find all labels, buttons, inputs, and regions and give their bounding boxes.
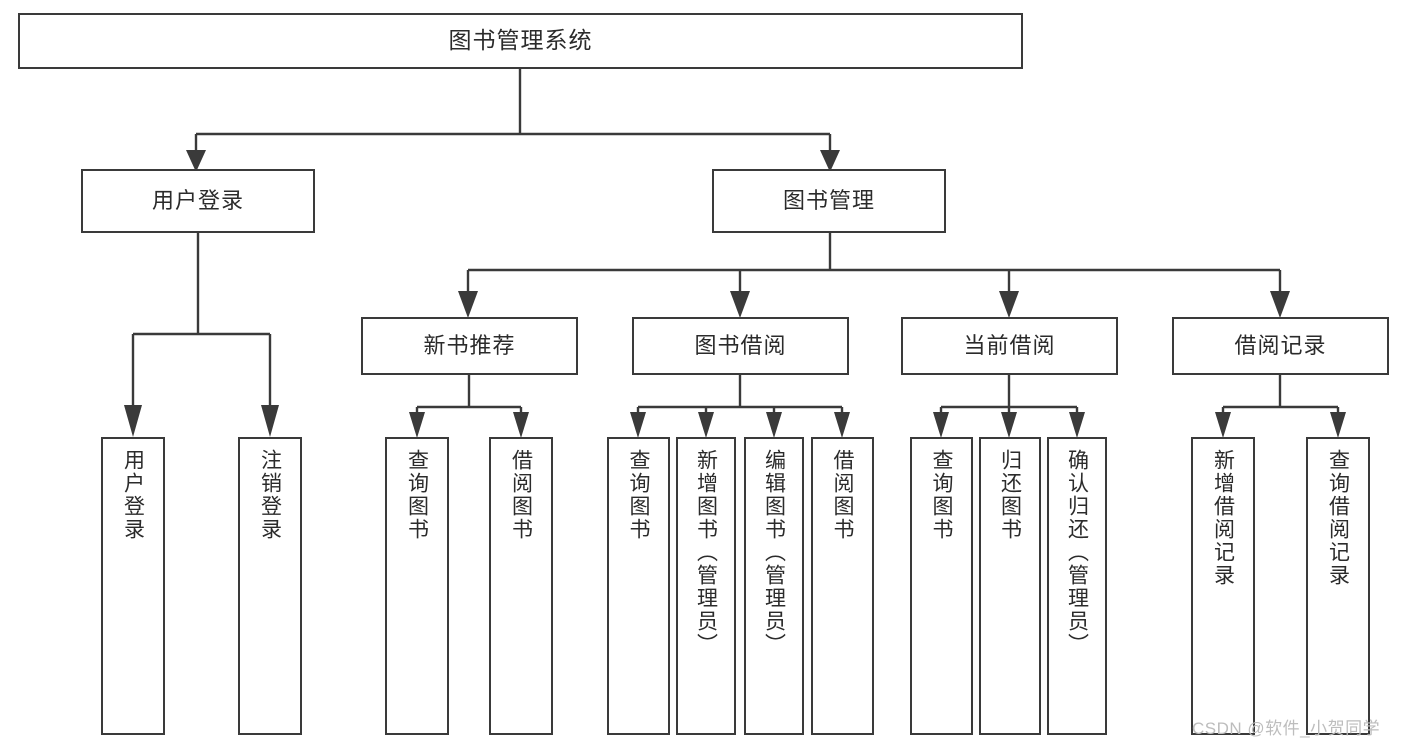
- node-leaf-user-logout[interactable]: 注销登录: [238, 437, 302, 735]
- arrowhead-new-book: [458, 291, 478, 318]
- node-label: 借阅图书: [831, 449, 854, 541]
- node-label: 新增借阅记录: [1211, 449, 1235, 587]
- arrowhead-leaf-add-record: [1215, 412, 1231, 438]
- node-leaf-query-book-recommend[interactable]: 查询图书: [385, 437, 449, 735]
- node-leaf-query-borrow-record[interactable]: 查询借阅记录: [1306, 437, 1370, 735]
- node-label: 当前借阅: [963, 333, 1056, 359]
- arrowhead-leaf-user-login: [124, 405, 142, 437]
- node-label: 归还图书: [998, 449, 1022, 541]
- node-borrow-record[interactable]: 借阅记录: [1172, 317, 1389, 375]
- csdn-watermark: CSDN @软件_小贺同学: [1192, 719, 1381, 738]
- node-leaf-add-book[interactable]: 新增图书（管理员）: [676, 437, 736, 735]
- arrowhead-leaf-borrow-book-2: [834, 412, 850, 438]
- node-user-login[interactable]: 用户登录: [81, 169, 315, 233]
- node-label: 图书管理: [782, 188, 875, 214]
- arrowheads: [124, 150, 1346, 438]
- node-label: 查询借阅记录: [1326, 449, 1350, 587]
- node-label: 用户登录: [121, 449, 145, 541]
- node-label: 查询图书: [930, 449, 953, 541]
- node-leaf-return-book[interactable]: 归还图书: [979, 437, 1041, 735]
- node-label: 新增图书（管理员）: [694, 449, 718, 656]
- arrowhead-leaf-user-logout: [261, 405, 279, 437]
- node-leaf-query-book-borrow[interactable]: 查询图书: [607, 437, 670, 735]
- node-label: 查询图书: [405, 449, 429, 541]
- node-leaf-query-book-current[interactable]: 查询图书: [910, 437, 973, 735]
- arrowhead-leaf-query-book-3: [933, 412, 949, 438]
- node-label: 图书借阅: [694, 333, 787, 359]
- arrowhead-leaf-borrow-book-1: [513, 412, 529, 438]
- node-label: 确认归还（管理员）: [1065, 449, 1089, 656]
- node-book-borrow[interactable]: 图书借阅: [632, 317, 849, 375]
- arrowhead-book-borrow: [730, 291, 750, 318]
- arrowhead-leaf-add-book: [698, 412, 714, 438]
- arrowhead-book-manage: [820, 150, 840, 172]
- node-label: 图书管理系统: [448, 27, 593, 54]
- node-leaf-confirm-return[interactable]: 确认归还（管理员）: [1047, 437, 1107, 735]
- node-leaf-user-login[interactable]: 用户登录: [101, 437, 165, 735]
- arrowhead-borrow-record: [1270, 291, 1290, 318]
- node-book-manage[interactable]: 图书管理: [712, 169, 946, 233]
- node-leaf-borrow-book-recommend[interactable]: 借阅图书: [489, 437, 553, 735]
- arrowhead-leaf-query-record: [1330, 412, 1346, 438]
- arrowhead-leaf-query-book-2: [630, 412, 646, 438]
- node-label: 新书推荐: [423, 333, 516, 359]
- node-label: 用户登录: [151, 188, 244, 214]
- node-root-system[interactable]: 图书管理系统: [18, 13, 1023, 69]
- arrowhead-current-borrow: [999, 291, 1019, 318]
- node-new-book-recommend[interactable]: 新书推荐: [361, 317, 578, 375]
- arrowhead-user-login: [186, 150, 206, 172]
- arrowhead-leaf-edit-book: [766, 412, 782, 438]
- arrowhead-leaf-return-book: [1001, 412, 1017, 438]
- node-leaf-edit-book[interactable]: 编辑图书（管理员）: [744, 437, 804, 735]
- node-label: 编辑图书（管理员）: [762, 449, 786, 656]
- arrowhead-leaf-query-book-1: [409, 412, 425, 438]
- node-current-borrow[interactable]: 当前借阅: [901, 317, 1118, 375]
- node-label: 借阅记录: [1234, 333, 1327, 359]
- node-label: 查询图书: [627, 449, 650, 541]
- arrowhead-leaf-confirm-return: [1069, 412, 1085, 438]
- node-leaf-borrow-book[interactable]: 借阅图书: [811, 437, 874, 735]
- node-label: 借阅图书: [509, 449, 533, 541]
- node-leaf-add-borrow-record[interactable]: 新增借阅记录: [1191, 437, 1255, 735]
- node-label: 注销登录: [258, 449, 282, 541]
